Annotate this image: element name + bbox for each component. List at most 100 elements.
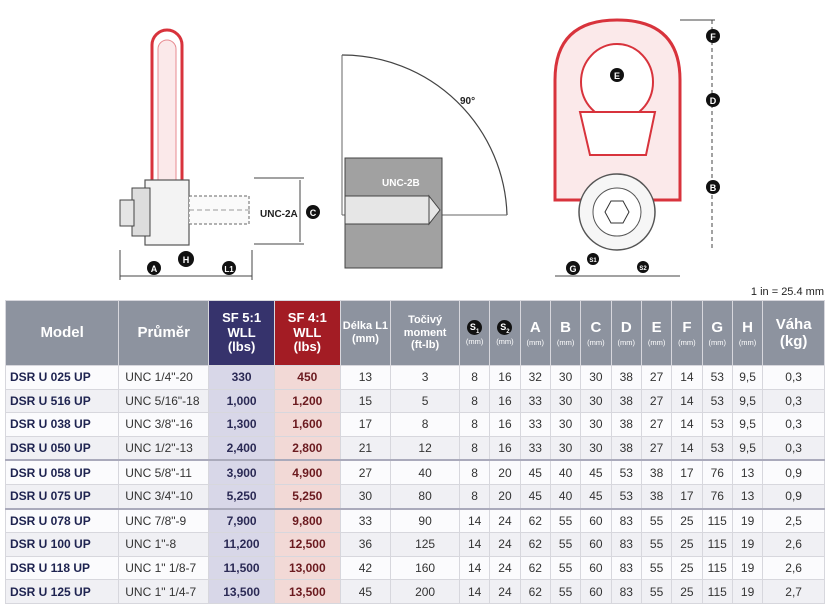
cell-weight: 0,3 [762,388,825,414]
cell-h: 13 [731,459,764,485]
cell-a: 45 [519,459,551,485]
cell-s1: 14 [458,507,491,534]
cell-h: 19 [731,555,764,581]
cell-l1: 13 [339,365,392,390]
cell-torque: 125 [390,532,460,557]
cell-torque: 5 [390,388,460,414]
cell-weight: 0,9 [762,483,825,510]
cell-d: 38 [610,435,642,461]
cell-a: 33 [519,412,551,437]
cell-h: 9,5 [731,435,764,461]
cell-a: 32 [519,365,551,390]
header-diameter: Průměr [118,300,210,366]
cell-f: 14 [671,365,703,390]
cell-b: 55 [549,579,582,604]
cell-l1: 30 [339,483,392,510]
cell-diameter: UNC 5/16"-18 [118,388,210,414]
cell-g: 115 [701,579,733,604]
cell-s2: 16 [489,365,521,390]
cell-l1: 36 [339,532,392,557]
marker-s2: S2 [639,266,647,272]
header-s2: S2 (mm) [489,300,521,366]
cell-diameter: UNC 3/4"-10 [118,483,210,510]
cell-model: DSR U 118 UP [4,555,120,581]
cell-f: 25 [671,532,703,557]
cell-torque: 3 [390,365,460,390]
cell-b: 40 [549,483,582,510]
cell-sf4: 1,200 [273,388,341,414]
cell-weight: 0,3 [762,412,825,437]
cell-c: 60 [580,507,612,534]
cell-diameter: UNC 3/8"-16 [118,412,210,437]
cell-b: 40 [549,459,582,485]
cell-diameter: UNC 1"-8 [118,532,210,557]
cell-sf4: 4,900 [273,459,341,485]
cell-b: 55 [549,507,582,534]
cell-sf4: 12,500 [273,532,341,557]
marker-l1: L1 [224,265,234,274]
cell-h: 9,5 [731,365,764,390]
cell-d: 38 [610,365,642,390]
cell-diameter: UNC 1" 1/8-7 [118,555,210,581]
cell-diameter: UNC 1/4"-20 [118,365,210,390]
cell-s2: 24 [489,532,521,557]
cell-d: 38 [610,388,642,414]
cell-c: 45 [580,459,612,485]
cell-g: 76 [701,483,733,510]
cell-d: 38 [610,412,642,437]
cell-f: 25 [671,579,703,604]
header-f: F(mm) [671,300,703,366]
cell-l1: 33 [339,507,392,534]
cell-torque: 12 [390,435,460,461]
cell-a: 62 [519,507,551,534]
s1-icon: S1 [467,319,483,335]
cell-h: 9,5 [731,412,764,437]
marker-b: B [710,183,717,193]
cell-weight: 2,6 [762,532,825,557]
cell-a: 62 [519,555,551,581]
cell-torque: 90 [390,507,460,534]
cell-model: DSR U 078 UP [4,507,120,534]
cell-g: 53 [701,412,733,437]
cell-l1: 15 [339,388,392,414]
cell-g: 76 [701,459,733,485]
cell-l1: 21 [339,435,392,461]
thread-label-2a: UNC-2A [260,209,298,220]
cell-e: 55 [640,579,673,604]
cell-a: 33 [519,435,551,461]
header-s1: S1 (mm) [458,300,491,366]
cell-g: 115 [701,532,733,557]
cell-sf4: 450 [273,365,341,390]
cell-h: 13 [731,483,764,510]
header-g: G(mm) [701,300,733,366]
cell-weight: 2,5 [762,507,825,534]
cell-a: 62 [519,579,551,604]
cell-s1: 8 [458,412,491,437]
marker-f: F [710,32,716,42]
cell-f: 17 [671,459,703,485]
cell-sf5: 7,900 [208,507,275,534]
cell-s1: 14 [458,532,491,557]
cell-f: 14 [671,412,703,437]
cell-model: DSR U 100 UP [4,532,120,557]
cell-sf5: 2,400 [208,435,275,461]
cell-d: 53 [610,459,642,485]
cell-f: 17 [671,483,703,510]
cell-d: 83 [610,507,642,534]
cell-e: 38 [640,483,673,510]
cell-e: 27 [640,435,673,461]
cell-sf5: 1,300 [208,412,275,437]
cell-s2: 20 [489,483,521,510]
cell-l1: 42 [339,555,392,581]
cell-diameter: UNC 1/2"-13 [118,435,210,461]
cell-torque: 80 [390,483,460,510]
cell-e: 27 [640,365,673,390]
cell-s1: 14 [458,555,491,581]
cell-diameter: UNC 1" 1/4-7 [118,579,210,604]
conversion-note: 1 in = 25.4 mm [750,286,824,298]
